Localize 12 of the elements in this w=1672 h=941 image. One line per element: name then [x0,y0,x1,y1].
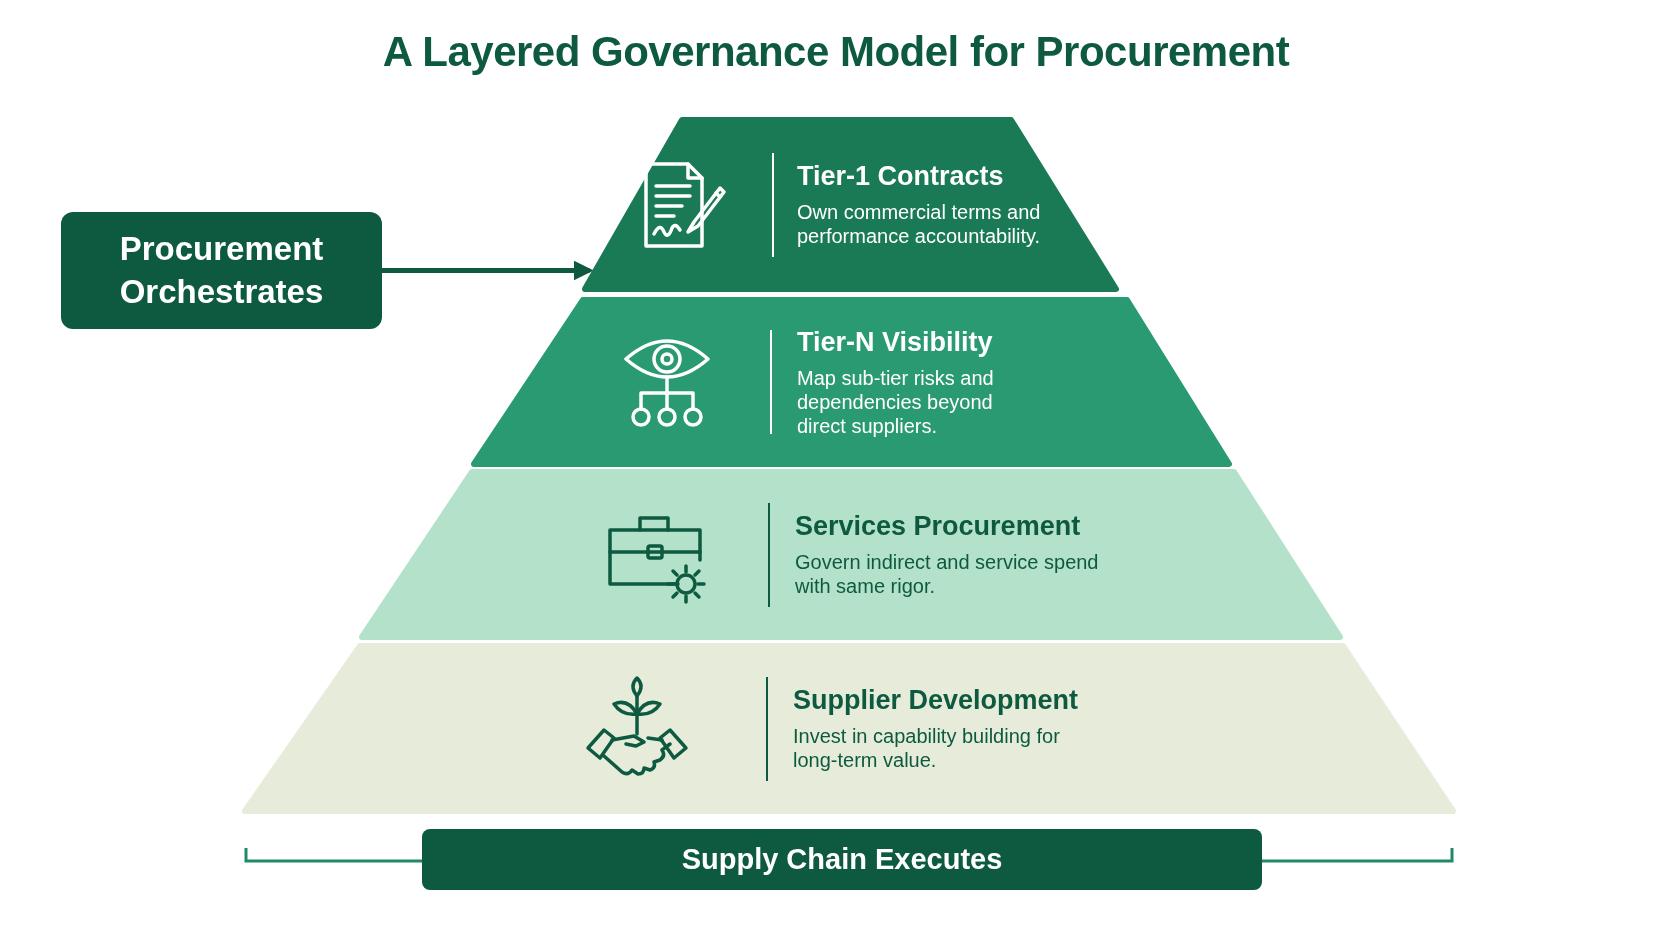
tier-description: Govern indirect and service spend with same rigor. [795,550,1100,598]
tier-title: Tier-1 Contracts [797,161,1005,192]
arrow [382,260,594,281]
title: A Layered Governance Model for Procurement [381,28,1291,76]
tier-title: Supplier Development [793,685,1080,716]
tier-description: Map sub-tier risks and dependencies beyond direct suppliers. [797,365,995,438]
label-box: Procurement Orchestrates [61,212,382,329]
tier-title: Tier-N Visibility [797,326,994,358]
tier-description: Own commercial terms and performance accountability. [797,200,1042,248]
tier-title: Services Procurement [795,511,1082,542]
tier-description: Invest in capability building for long-term value. [793,724,1061,772]
label-box: Supply Chain Executes [422,829,1262,890]
